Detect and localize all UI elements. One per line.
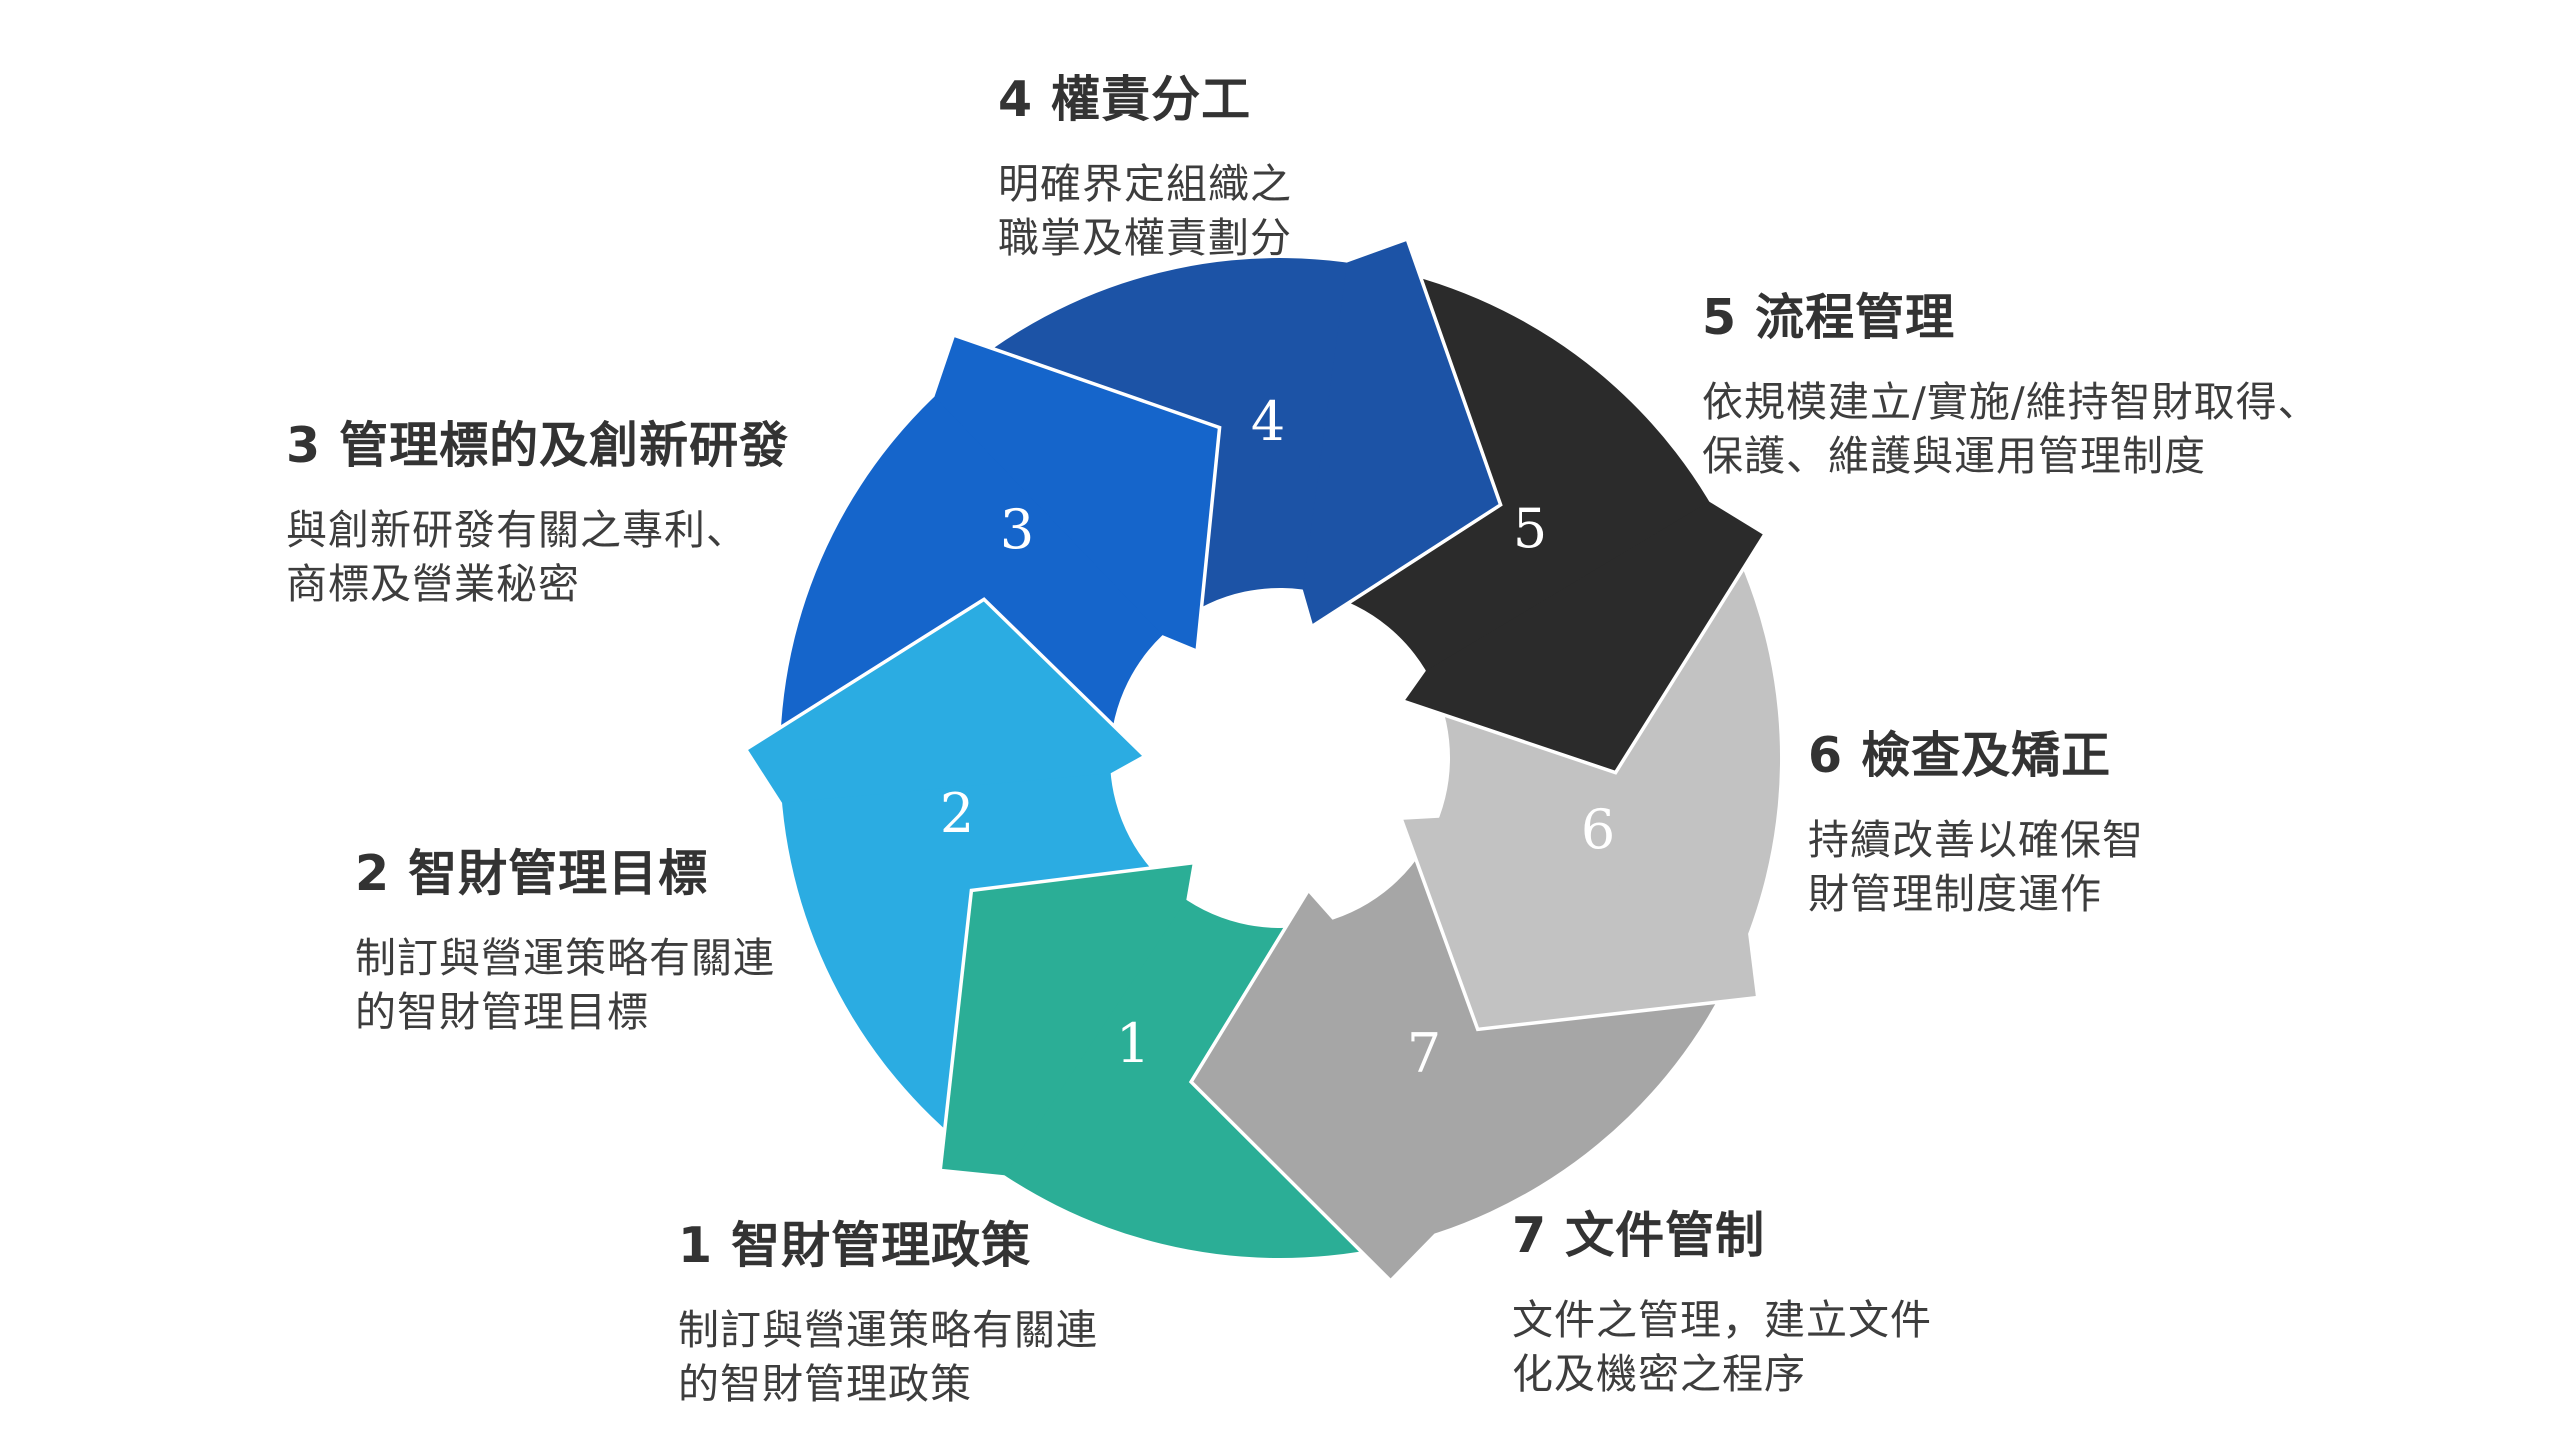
segment-5-title: 5 流程管理 bbox=[1702, 289, 1956, 346]
segment-4-title: 4 權責分工 bbox=[998, 71, 1252, 128]
cycle-segment-6-arrowhead bbox=[1403, 817, 1756, 1028]
segment-1-desc: 制訂與營運策略有關連 的智財管理政策 bbox=[678, 1303, 1098, 1411]
segment-4-desc: 明確界定組織之 職掌及權責劃分 bbox=[998, 157, 1292, 265]
segment-1-title: 1 智財管理政策 bbox=[678, 1217, 1032, 1274]
segment-1-number: 1 bbox=[1116, 1012, 1150, 1075]
cycle-segment-4-arrowhead bbox=[1302, 241, 1499, 624]
segment-7-desc-line2: 化及機密之程序 bbox=[1512, 1350, 1806, 1398]
segment-5-desc: 依規模建立/實施/維持智財取得、 保護、維護與運用管理制度 bbox=[1702, 375, 2320, 483]
segment-4-desc-line2: 職掌及權責劃分 bbox=[998, 214, 1292, 262]
segment-6-desc-line2: 財管理制度運作 bbox=[1808, 870, 2102, 918]
segment-6-label: 6 檢查及矯正 持續改善以確保智 財管理制度運作 bbox=[1808, 716, 2144, 921]
segment-2-title: 2 智財管理目標 bbox=[355, 845, 709, 902]
segment-1-desc-line2: 的智財管理政策 bbox=[678, 1360, 972, 1408]
segment-1-desc-line1: 制訂與營運策略有關連 bbox=[678, 1306, 1098, 1354]
segment-6-desc-line1: 持續改善以確保智 bbox=[1808, 816, 2144, 864]
segment-5-label: 5 流程管理 依規模建立/實施/維持智財取得、 保護、維護與運用管理制度 bbox=[1702, 278, 2320, 483]
cycle-segment-7-arrowhead bbox=[1193, 893, 1435, 1279]
segment-3-desc-line2: 商標及營業秘密 bbox=[286, 560, 580, 608]
segment-2-number: 2 bbox=[940, 782, 974, 845]
segment-3-title: 3 管理標的及創新研發 bbox=[286, 417, 790, 474]
segment-2-desc-line1: 制訂與營運策略有關連 bbox=[355, 934, 775, 982]
segment-4-number: 4 bbox=[1251, 390, 1285, 453]
cycle-segment-3-arrowhead bbox=[934, 337, 1218, 649]
segment-7-desc-line1: 文件之管理，建立文件 bbox=[1512, 1296, 1932, 1344]
segment-5-desc-line1: 依規模建立/實施/維持智財取得、 bbox=[1702, 378, 2320, 426]
segment-6-desc: 持續改善以確保智 財管理制度運作 bbox=[1808, 813, 2144, 921]
segment-5-desc-line2: 保護、維護與運用管理制度 bbox=[1702, 432, 2206, 480]
segment-7-label: 7 文件管制 文件之管理，建立文件 化及機密之程序 bbox=[1512, 1196, 1932, 1401]
segment-1-label: 1 智財管理政策 制訂與營運策略有關連 的智財管理政策 bbox=[678, 1206, 1098, 1411]
segment-7-desc: 文件之管理，建立文件 化及機密之程序 bbox=[1512, 1293, 1932, 1401]
segment-3-desc-line1: 與創新研發有關之專利、 bbox=[286, 506, 748, 554]
segment-6-number: 6 bbox=[1581, 798, 1615, 861]
segment-3-label: 3 管理標的及創新研發 與創新研發有關之專利、 商標及營業秘密 bbox=[286, 406, 789, 611]
cycle-segment-5-arrowhead bbox=[1405, 501, 1763, 771]
cycle-segment-2-arrowhead bbox=[748, 601, 1142, 803]
segment-4-label: 4 權責分工 明確界定組織之 職掌及權責劃分 bbox=[998, 60, 1292, 265]
segment-3-number: 3 bbox=[1000, 498, 1034, 561]
segment-5-number: 5 bbox=[1513, 497, 1547, 560]
segment-2-desc: 制訂與營運策略有關連 的智財管理目標 bbox=[355, 931, 775, 1039]
segment-3-desc: 與創新研發有關之專利、 商標及營業秘密 bbox=[286, 503, 789, 611]
segment-7-title: 7 文件管制 bbox=[1512, 1207, 1766, 1264]
segment-2-desc-line2: 的智財管理目標 bbox=[355, 988, 649, 1036]
cycle-segment-1-arrowhead bbox=[942, 864, 1193, 1176]
segment-6-title: 6 檢查及矯正 bbox=[1808, 727, 2112, 784]
segment-2-label: 2 智財管理目標 制訂與營運策略有關連 的智財管理目標 bbox=[355, 834, 775, 1039]
segment-4-desc-line1: 明確界定組織之 bbox=[998, 160, 1292, 208]
segment-7-number: 7 bbox=[1407, 1022, 1441, 1085]
